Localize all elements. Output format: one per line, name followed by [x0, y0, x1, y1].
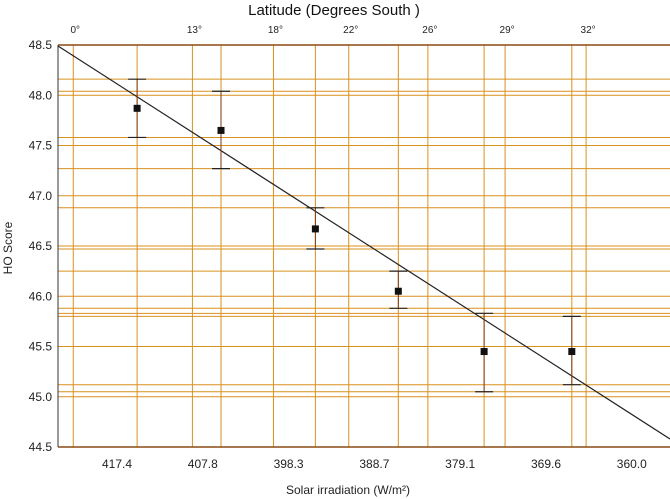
y-tick-label: 45.0 — [29, 390, 53, 404]
grid-layer — [58, 44, 670, 448]
trendline-layer — [57, 45, 670, 440]
y-tick-label: 45.5 — [29, 340, 53, 354]
top-axis-ticks: 0° 13° 18° 22° 26° 29° 32° — [70, 25, 595, 36]
top-tick-label: 13° — [187, 25, 202, 36]
x-axis-title: Solar irradiation (W/m²) — [286, 483, 410, 497]
x-tick-label: 398.3 — [274, 457, 304, 471]
y-tick-label: 48.5 — [29, 38, 53, 52]
top-tick-label: 32° — [581, 25, 596, 36]
trendline — [57, 45, 670, 440]
y-axis-ticks: 44.5 45.0 45.5 46.0 46.5 47.0 47.5 48.0 48.5 — [29, 38, 53, 454]
data-point — [394, 287, 402, 295]
y-tick-label: 48.0 — [29, 88, 53, 102]
y-tick-label: 46.0 — [29, 289, 53, 303]
data-point — [133, 104, 141, 112]
top-tick-label: 18° — [268, 25, 283, 36]
top-tick-label: 26° — [422, 25, 437, 36]
data-point — [568, 348, 576, 356]
top-tick-label: 0° — [70, 25, 80, 36]
data-point — [480, 348, 488, 356]
y-tick-label: 47.0 — [29, 189, 53, 203]
y-tick-label: 46.5 — [29, 239, 53, 253]
x-tick-label: 379.1 — [445, 457, 475, 471]
plot-frame — [57, 44, 670, 448]
data-point — [217, 126, 225, 134]
x-tick-label: 369.6 — [531, 457, 561, 471]
y-tick-label: 44.5 — [29, 440, 53, 454]
chart-title: Latitude (Degrees South ) — [248, 2, 420, 19]
x-tick-label: 407.8 — [188, 457, 218, 471]
x-tick-label: 388.7 — [359, 457, 389, 471]
error-bar-layer — [128, 78, 581, 393]
top-tick-label: 22° — [343, 25, 358, 36]
point-layer — [133, 104, 576, 356]
x-tick-label: 360.0 — [617, 457, 647, 471]
x-tick-label: 417.4 — [102, 457, 132, 471]
y-axis-title: HO Score — [1, 221, 15, 274]
top-tick-label: 29° — [500, 25, 515, 36]
y-tick-label: 47.5 — [29, 139, 53, 153]
data-point — [311, 225, 319, 233]
x-axis-ticks: 417.4 407.8 398.3 388.7 379.1 369.6 360.0 — [102, 457, 647, 471]
